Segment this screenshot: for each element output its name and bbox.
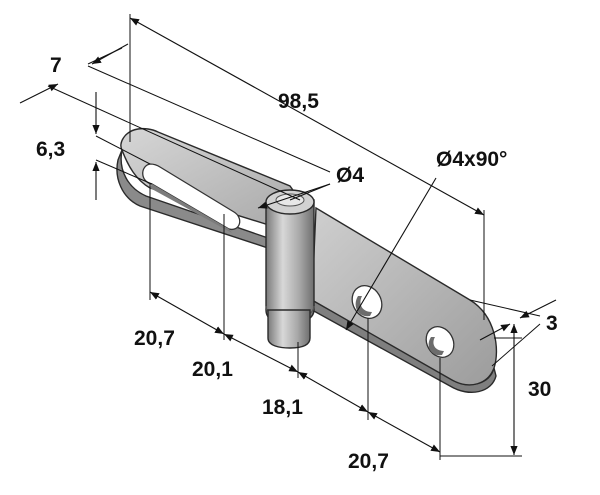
dim-thickness-label: 3: [546, 312, 558, 335]
dim-slot-width-label: 6,3: [36, 138, 65, 161]
pin-end: [267, 309, 311, 349]
dim-countersink-label: Ø4x90°: [436, 148, 507, 171]
dim-hole-pos-label: 20,7: [348, 450, 389, 473]
dim-height-label: 30: [528, 378, 551, 401]
dim-slot-pos-2-label: 20,1: [192, 358, 233, 381]
dim-slot-pos-1-label: 20,7: [134, 327, 175, 350]
dim-hole-spacing-label: 18,1: [262, 396, 303, 419]
dim-pin-diameter-label: Ø4: [336, 164, 364, 187]
knuckle-cylinder: [265, 199, 315, 325]
dim-width-label: 7: [50, 54, 62, 77]
dim-overall-length-label: 98,5: [278, 90, 319, 113]
dimension-labels: 7 98,5 6,3 Ø4 Ø4x90° 3 30 20,7 20,1 18,1…: [36, 54, 558, 473]
dimension-lines: [19, 14, 557, 460]
